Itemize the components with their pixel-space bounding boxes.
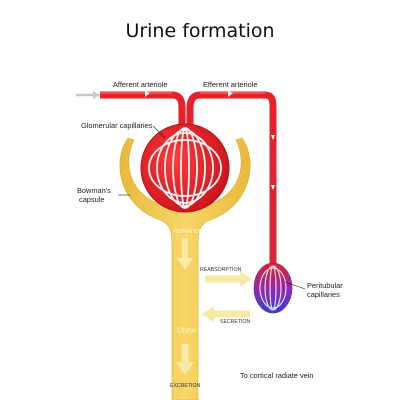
- glomerular-leader-line: [152, 125, 166, 139]
- peritubular-capillaries-label-line2: capillaries: [307, 290, 340, 299]
- filtration-arrow-icon: [177, 238, 193, 270]
- peritubular-leader-line: [284, 281, 306, 290]
- page-title: Urine formation: [125, 20, 274, 42]
- glomerular-capillaries: [140, 123, 230, 213]
- glomerular-capillaries-label: Glomerular capillaries: [81, 121, 153, 130]
- secretion-label: SECRETION: [220, 319, 251, 325]
- inflow-arrow-icon: [76, 91, 100, 99]
- efferent-arteriole-label: Efferent arteriole: [203, 80, 258, 89]
- blood-flow-arrows: [145, 91, 275, 190]
- bowmans-capsule-label-line2: capsule: [79, 195, 104, 204]
- reabsorption-arrow-icon: [205, 271, 252, 287]
- reabsorption-label: REABSORPTION: [200, 267, 241, 273]
- filtration-label: FILTRATION: [173, 229, 203, 235]
- secretion-arrow-icon: [202, 306, 250, 322]
- excretion-label: EXCRETION: [170, 383, 201, 389]
- peritubular-capillaries: [253, 262, 293, 360]
- urine-label: Urine: [177, 326, 197, 335]
- afferent-arteriole-label: Afferent arteriole: [113, 80, 168, 89]
- excretion-arrow-icon: [176, 344, 194, 375]
- peritubular-capillaries-label-line1: Peritubular: [307, 281, 343, 290]
- vein-label: To cortical radiate vein: [240, 371, 314, 380]
- afferent-arteriole: [100, 91, 186, 125]
- bowmans-capsule-label-line1: Bowman's: [77, 186, 111, 195]
